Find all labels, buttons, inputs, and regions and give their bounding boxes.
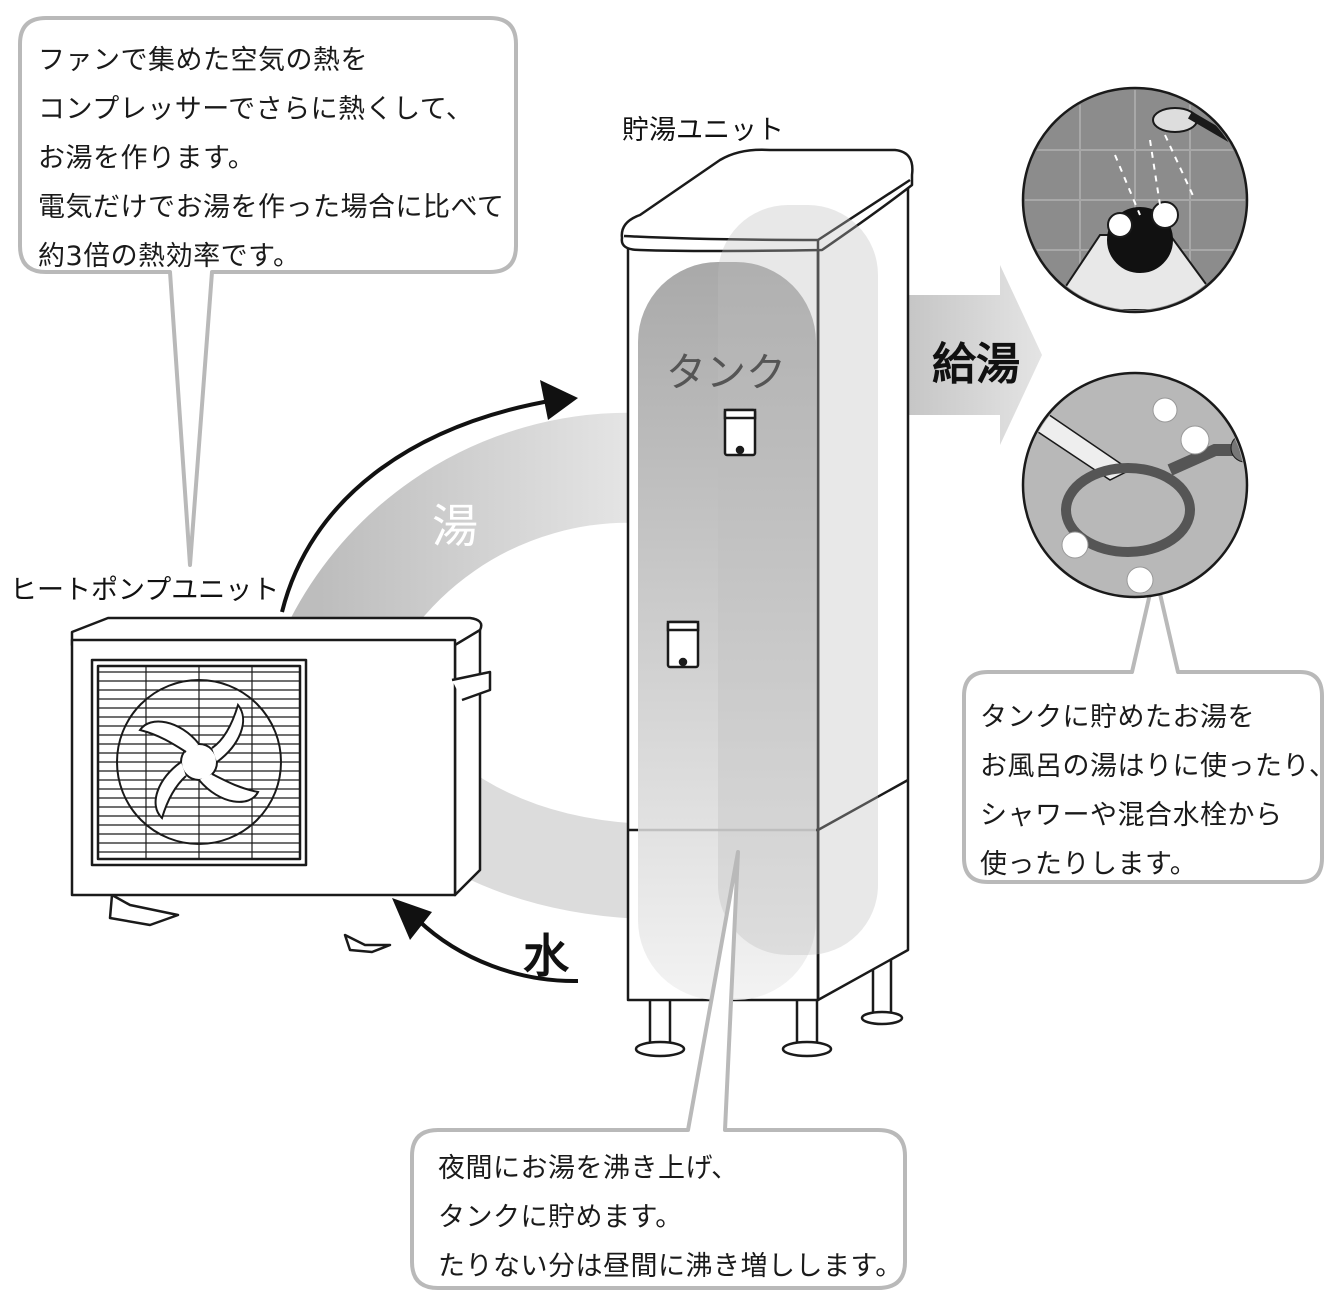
tank-silhouette [638, 205, 878, 1000]
water-arrow-head [392, 898, 432, 940]
shower-illustration [1021, 86, 1249, 314]
tank-callout-bubble [410, 850, 907, 1290]
heat-pump-unit [70, 616, 492, 954]
heat-pump-note-line: 電気だけでお湯を作った場合に比べて [38, 192, 505, 223]
water-label: 水 [523, 929, 569, 983]
hot-arrow-head [540, 380, 578, 420]
heat-pump-unit-label: ヒートポンプユニット [10, 575, 280, 606]
usage-note-line: タンクに貯めたお湯を [980, 702, 1255, 733]
water-arrow-line [416, 918, 579, 984]
sink-illustration [1021, 371, 1249, 599]
heat-pump-note: ファンで集めた空気の熱を コンプレッサーでさらに熱くして、 お湯を作ります。 電… [38, 36, 504, 281]
hot-water-label: 湯 [432, 499, 478, 553]
heat-pump-note-line: コンプレッサーでさらに熱くして、 [38, 94, 474, 125]
callout-bubbles [18, 16, 1324, 1290]
usage-note-line: シャワーや混合水栓から [980, 800, 1283, 831]
usage-callout-bubble [962, 570, 1324, 884]
tank-note: 夜間にお湯を沸き上げ、 タンクに貯めます。 たりない分は昼間に沸き増しします。 [438, 1144, 903, 1291]
storage-unit-label: 貯湯ユニット [622, 115, 784, 146]
supply-arrow [900, 265, 1042, 445]
heat-pump-note-line: 約3倍の熱効率です。 [38, 241, 301, 272]
heat-pump-note-line: お湯を作ります。 [38, 143, 256, 174]
usage-note-line: お風呂の湯はりに使ったり、 [980, 751, 1325, 782]
tank-note-line: タンクに貯めます。 [438, 1202, 683, 1233]
access-panels [666, 408, 757, 669]
tank-note-line: たりない分は昼間に沸き増しします。 [438, 1251, 903, 1282]
usage-note-line: 使ったりします。 [980, 849, 1198, 880]
hot-arrow-line [280, 398, 556, 613]
heat-pump-callout-bubble [18, 16, 518, 567]
hot-supply-label: 給湯 [932, 339, 1020, 390]
flow-arrows [280, 380, 579, 984]
tank-label: タンク [666, 350, 786, 396]
usage-note: タンクに貯めたお湯を お風呂の湯はりに使ったり、 シャワーや混合水栓から 使った… [980, 693, 1325, 889]
tank-note-line: 夜間にお湯を沸き上げ、 [438, 1153, 739, 1184]
heat-pump-note-line: ファンで集めた空気の熱を [38, 45, 368, 76]
fan-icon [116, 679, 282, 845]
